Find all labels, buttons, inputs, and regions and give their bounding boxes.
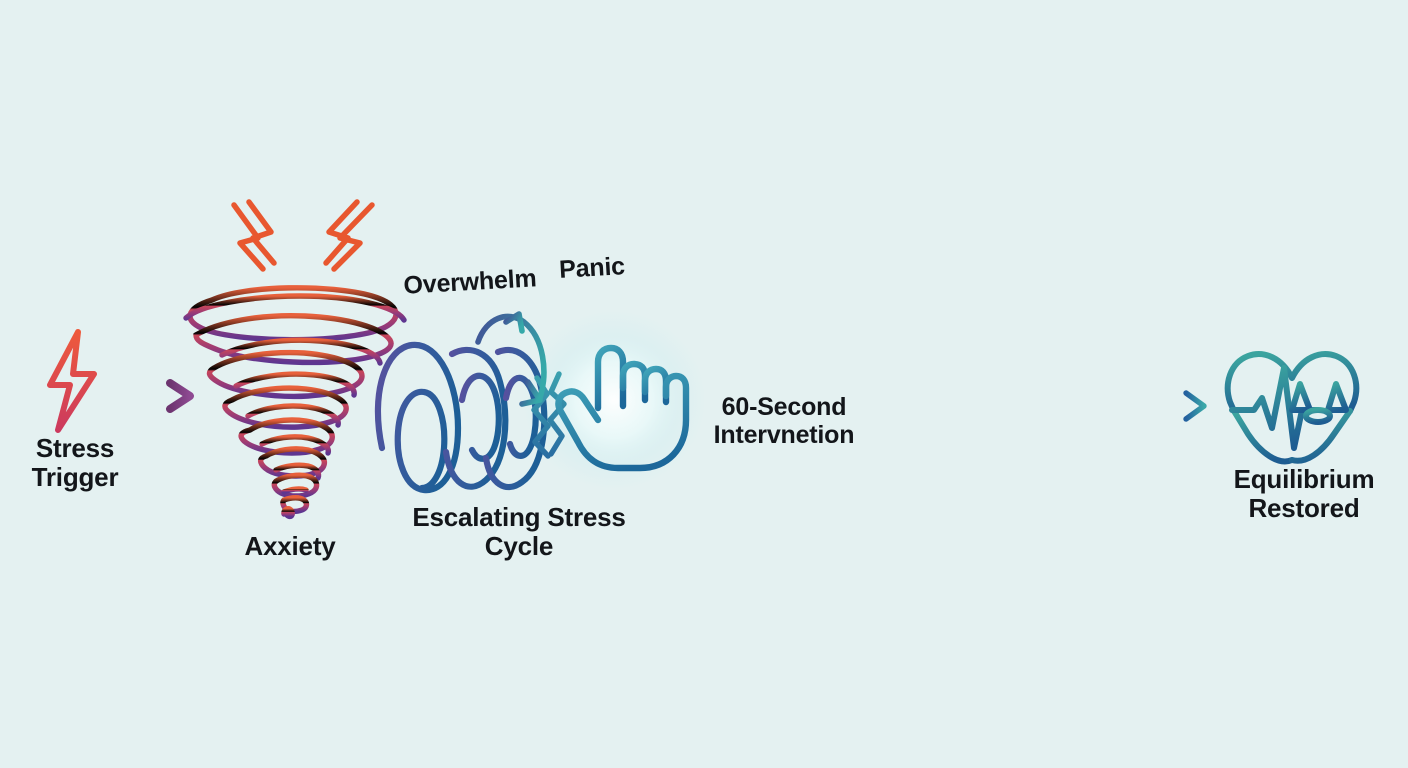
lightning-spark-icon — [231, 199, 375, 272]
escalating-cycle-label: Escalating Stress Cycle — [412, 502, 626, 562]
pointing-hand-icon — [555, 344, 690, 472]
arrow-trigger-to-anxiety — [106, 379, 194, 413]
glow-halo — [522, 310, 706, 490]
lightning-bolt-icon — [47, 329, 97, 433]
panic-label: Panic — [558, 252, 626, 284]
heart-ecg-scale-icon — [1224, 351, 1360, 465]
curved-double-arrow-icon — [475, 311, 547, 407]
tornado-icon — [183, 285, 407, 520]
anxiety-label: Axxiety — [244, 531, 336, 561]
arrow-intervention-to-equilibrium — [876, 390, 1207, 422]
overwhelm-label: Overwhelm — [402, 264, 538, 300]
intervention-label: 60-Second Intervnetion — [713, 393, 855, 449]
stress-trigger-label: Stress Trigger — [31, 433, 119, 493]
zigzag-icon — [531, 371, 567, 459]
equilibrium-label: Equilibrium Restored — [1233, 464, 1375, 524]
coil-spring-icon — [374, 341, 548, 494]
